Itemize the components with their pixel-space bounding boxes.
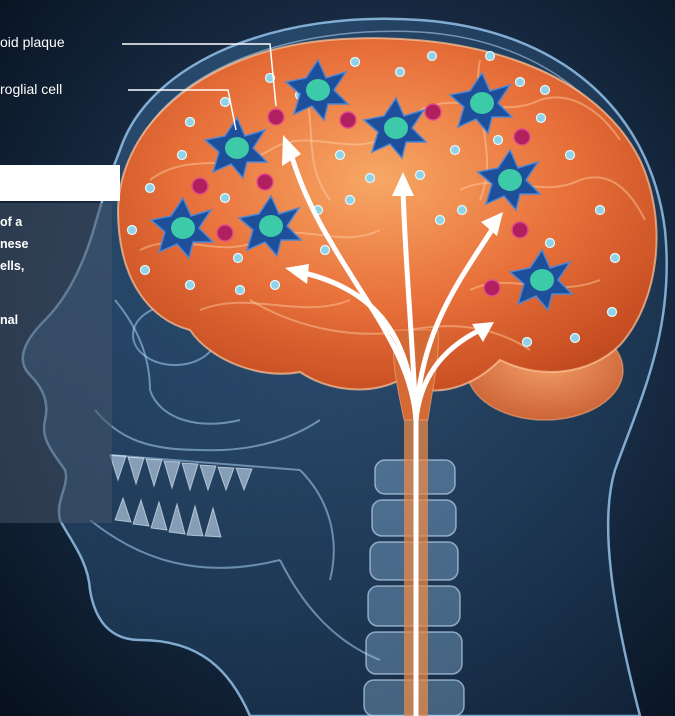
description-line-1: of a [0, 215, 22, 229]
microglial-cell-label: roglial cell [0, 81, 62, 97]
description-panel [0, 203, 112, 523]
title-bar [0, 165, 120, 201]
description-line-3: ells, [0, 259, 24, 273]
description-line-2: nese [0, 237, 29, 251]
description-line-4: nal [0, 313, 18, 327]
amyloid-plaque-label: oid plaque [0, 34, 65, 50]
